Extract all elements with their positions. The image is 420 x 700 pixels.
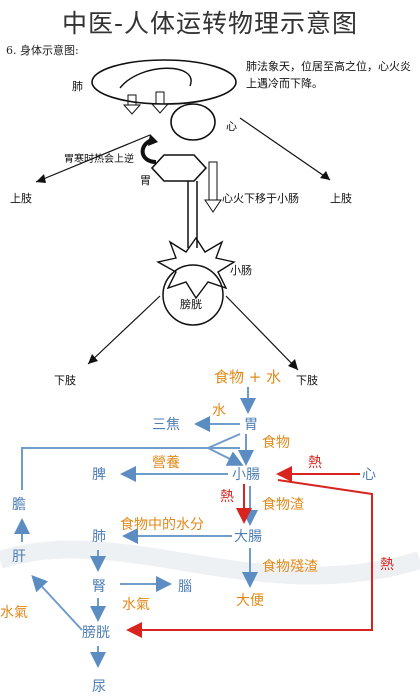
upper-limb-left-label: 上肢 bbox=[10, 192, 32, 205]
bladder-shape bbox=[162, 264, 224, 326]
sanjiao-label: 三焦 bbox=[152, 417, 180, 433]
gallbladder-node: 膽 bbox=[12, 497, 26, 513]
figure-caption: 6. 身体示意图: bbox=[6, 44, 79, 57]
food-remains-label: 食物殘渣 bbox=[262, 559, 318, 575]
water-qi-label-2: 水氣 bbox=[0, 605, 28, 621]
spleen-node: 脾 bbox=[92, 467, 106, 483]
stomach-note-text: 胃寒时热会上逆 bbox=[64, 154, 134, 165]
small-intestine-shape bbox=[156, 236, 236, 300]
stomach-label: 胃 bbox=[140, 174, 151, 187]
stomach-shape bbox=[150, 154, 208, 182]
water-qi-label-1: 水氣 bbox=[122, 597, 150, 613]
heat-label-3: 熱 bbox=[380, 557, 394, 573]
lung-note-text: 肺法象天，位居至高之位，心火炎上遇冷而下降。 bbox=[246, 60, 411, 90]
heart-node: 心 bbox=[362, 467, 376, 483]
upper-limb-right-label: 上肢 bbox=[330, 192, 352, 205]
heart-shape bbox=[170, 103, 216, 141]
lower-limb-left-label: 下肢 bbox=[54, 374, 76, 387]
bladder-label: 膀胱 bbox=[180, 298, 202, 311]
heart-label: 心 bbox=[226, 120, 237, 133]
lung-label: 肺 bbox=[72, 80, 83, 93]
food-water-label: 食物 + 水 bbox=[214, 368, 282, 386]
large-intestine-node: 大腸 bbox=[234, 529, 262, 545]
water-in-food-label: 食物中的水分 bbox=[120, 517, 204, 533]
liver-node: 肝 bbox=[12, 549, 26, 565]
stomach-node: 胃 bbox=[244, 417, 258, 433]
fire-down-text: 心火下移于小肠 bbox=[222, 192, 299, 205]
lung-node: 肺 bbox=[92, 529, 106, 545]
water-label: 水 bbox=[212, 403, 226, 419]
nutrition-label: 營養 bbox=[152, 455, 180, 471]
bladder-node: 膀胱 bbox=[82, 625, 110, 641]
brain-node: 腦 bbox=[178, 579, 192, 595]
food-label: 食物 bbox=[262, 435, 290, 451]
lung-swirl-arrow bbox=[119, 67, 192, 89]
heat-label-1: 熱 bbox=[308, 455, 322, 471]
small-intestine-node: 小腸 bbox=[232, 467, 260, 483]
small-intestine-label: 小肠 bbox=[230, 264, 252, 277]
food-residue-label: 食物渣 bbox=[262, 497, 304, 513]
stool-label: 大便 bbox=[236, 593, 264, 609]
heat-label-2: 熱 bbox=[220, 489, 234, 505]
urine-node: 尿 bbox=[92, 679, 106, 695]
kidney-node: 腎 bbox=[92, 579, 106, 595]
page-title: 中医-人体运转物理示意图 bbox=[61, 9, 359, 38]
lower-limb-right-label: 下肢 bbox=[296, 374, 318, 387]
